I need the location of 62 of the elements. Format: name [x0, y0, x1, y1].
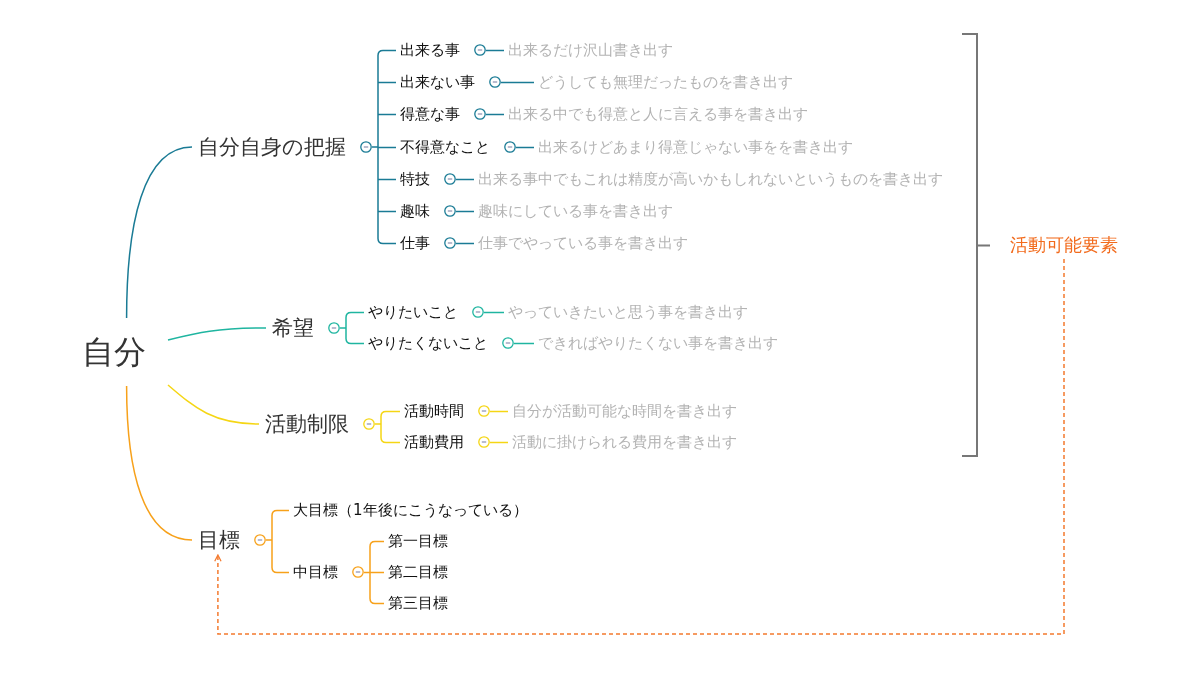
connector-line: [276, 571, 290, 574]
connector-line: [377, 146, 397, 149]
note-text: 出来るだけ沢山書き出す: [504, 38, 677, 62]
note-text: 出来る中でも得意と人に言える事を書き出す: [504, 102, 812, 126]
subtopic: 第一目標: [384, 529, 452, 553]
connector-line: [385, 441, 401, 444]
subtopic: 特技: [400, 169, 430, 189]
connector-line: [369, 571, 385, 574]
connector-line: [350, 342, 365, 345]
connector-line: [350, 311, 365, 314]
connector-line: [374, 410, 387, 444]
dashed-arrow: [214, 258, 1065, 635]
note-text: どうしても無理だったものを書き出す: [534, 70, 797, 94]
subtopic: やりたいこと: [368, 302, 458, 322]
connector-line: [513, 342, 535, 345]
connector-line: [377, 113, 397, 116]
note-text: 仕事でやっている事を書き出す: [474, 231, 692, 255]
connector-line: [363, 540, 376, 605]
note-text: 活動に掛けられる費用を書き出す: [508, 430, 741, 454]
note-text: 自分が活動可能な時間を書き出す: [508, 399, 741, 423]
connector-line: [374, 602, 385, 605]
subtopic: 趣味: [400, 201, 430, 221]
note-text: やっていきたいと思う事を書き出す: [504, 300, 752, 324]
branch-topic: 目標: [198, 527, 240, 554]
subtopic: 第三目標: [384, 591, 452, 615]
connector-line: [377, 210, 397, 213]
note-text: 出来るけどあまり得意じゃない事をを書き出す: [534, 135, 857, 159]
subtopic: 不得意なこと: [400, 137, 490, 157]
subtopic: やりたくないこと: [368, 333, 488, 353]
connector-line: [125, 385, 193, 541]
subtopic: 出来る事: [400, 40, 460, 60]
subtopic: 第二目標: [384, 560, 452, 584]
connector-line: [382, 49, 397, 52]
subtopic: 大目標（1年後にこうなっている）: [289, 498, 532, 522]
main-topic: 自分: [76, 318, 168, 386]
subtopic: 仕事: [400, 233, 430, 253]
note-text: 出来る事中でもこれは精度が高いかもしれないというものを書き出す: [474, 167, 947, 191]
branch-topic: 希望: [272, 315, 314, 342]
subtopic: 活動時間: [404, 401, 464, 421]
connector-line: [385, 410, 401, 413]
connector-line: [265, 509, 278, 574]
subtopic: 得意な事: [400, 104, 460, 124]
connector-line: [276, 509, 290, 512]
branch-topic: 自分自身の把握: [198, 134, 346, 161]
connector-line: [382, 242, 397, 245]
connector-line: [500, 81, 535, 84]
connector-line: [167, 327, 267, 341]
connector-line: [483, 311, 505, 314]
connector-line: [167, 384, 260, 425]
subtopic: 中目標: [293, 562, 338, 582]
connector-line: [371, 49, 384, 245]
branch-topic: 活動制限: [265, 411, 349, 438]
connector-line: [374, 540, 385, 543]
connector-line: [125, 146, 193, 319]
connector-line: [377, 81, 397, 84]
connector-line: [377, 178, 397, 181]
note-text: できればやりたくない事を書き出す: [534, 331, 782, 355]
note-text: 趣味にしている事を書き出す: [474, 199, 677, 223]
subtopic: 活動費用: [404, 432, 464, 452]
connector-line: [339, 311, 352, 345]
summary-label: 活動可能要素: [1006, 231, 1122, 258]
subtopic: 出来ない事: [400, 72, 475, 92]
